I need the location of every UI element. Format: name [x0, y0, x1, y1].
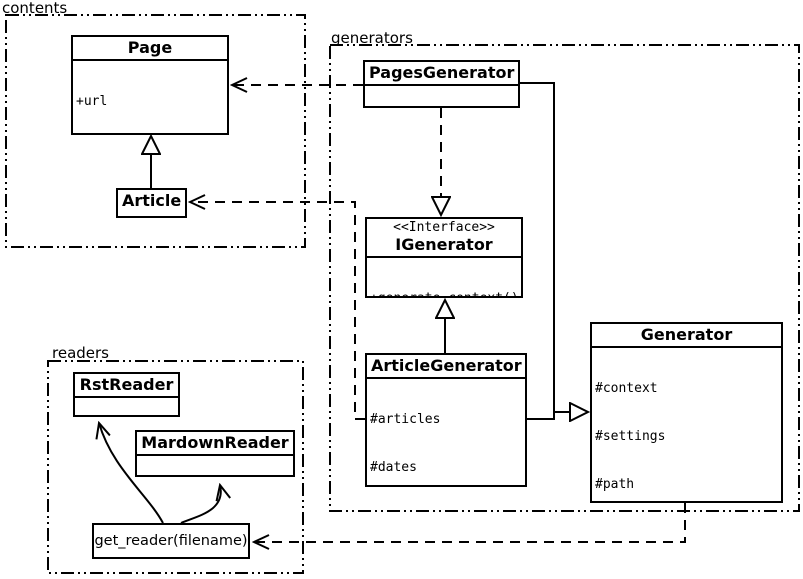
class-title-articlegenerator: ArticleGenerator — [367, 355, 525, 379]
pagesgenerator-to-generator-inheritance-arrow — [520, 82, 588, 412]
class-attribute: #settings — [595, 429, 666, 444]
package-label-readers: readers — [52, 344, 109, 362]
class-methods-rstreader: +read() — [75, 398, 178, 415]
class-methods-mardownreader: +read() — [137, 456, 293, 475]
class-title-page: Page — [73, 37, 227, 61]
class-attribute: #articles — [370, 412, 441, 427]
class-attributes-articlegenerator: #articles #dates #tags #categories — [367, 379, 525, 485]
articlegenerator-to-article-dependency-arrow — [190, 202, 365, 420]
class-title-article: Article — [122, 191, 182, 210]
class-attribute: +url — [76, 94, 108, 109]
class-title-pagesgenerator: PagesGenerator — [365, 62, 518, 86]
class-box-article: Article — [116, 188, 187, 218]
getreader-to-rstreader-arrow — [99, 423, 164, 524]
class-method: +generate_context() — [370, 291, 519, 296]
class-box-igenerator: <<Interface>> IGenerator +generate_conte… — [365, 217, 523, 298]
class-attribute: #dates — [370, 460, 417, 475]
class-box-articlegenerator: ArticleGenerator #articles #dates #tags … — [365, 353, 527, 487]
package-generators-border — [329, 44, 800, 512]
package-label-generators: generators — [331, 29, 413, 47]
class-title-rstreader: RstReader — [75, 374, 178, 398]
generator-to-getreader-dependency-arrow — [254, 503, 686, 542]
class-header-igenerator: <<Interface>> IGenerator — [367, 219, 521, 258]
class-title-mardownreader: MardownReader — [137, 432, 293, 456]
class-box-generator: Generator #context #settings #path #them… — [590, 322, 783, 503]
package-readers-border — [47, 360, 304, 574]
class-attributes-pagesgenerator: #pages — [365, 86, 518, 106]
package-label-contents: contents — [2, 0, 68, 17]
class-attributes-generator: #context #settings #path #theme #output_… — [592, 348, 781, 501]
class-box-pagesgenerator: PagesGenerator #pages — [363, 60, 520, 108]
class-methods-igenerator: +generate_context() +generate_output() — [367, 258, 521, 296]
class-stereotype-interface: <<Interface>> — [393, 220, 495, 235]
class-attribute: #context — [595, 381, 658, 396]
getreader-to-mardownreader-arrow — [180, 485, 221, 524]
function-box-get-reader: get_reader(filename) — [92, 523, 250, 559]
articlegenerator-to-generator-join-line — [527, 412, 555, 420]
class-attribute: #path — [595, 477, 635, 492]
class-box-page: Page +url +slug +summary +check_properti… — [71, 35, 229, 135]
class-attributes-page: +url +slug +summary — [73, 61, 227, 133]
class-box-rstreader: RstReader +read() — [73, 372, 180, 417]
class-title-generator: Generator — [592, 324, 781, 348]
class-title-igenerator: IGenerator — [395, 235, 493, 254]
package-contents-border — [5, 14, 306, 248]
class-box-mardownreader: MardownReader +read() — [135, 430, 295, 477]
function-label-get-reader: get_reader(filename) — [94, 533, 248, 549]
